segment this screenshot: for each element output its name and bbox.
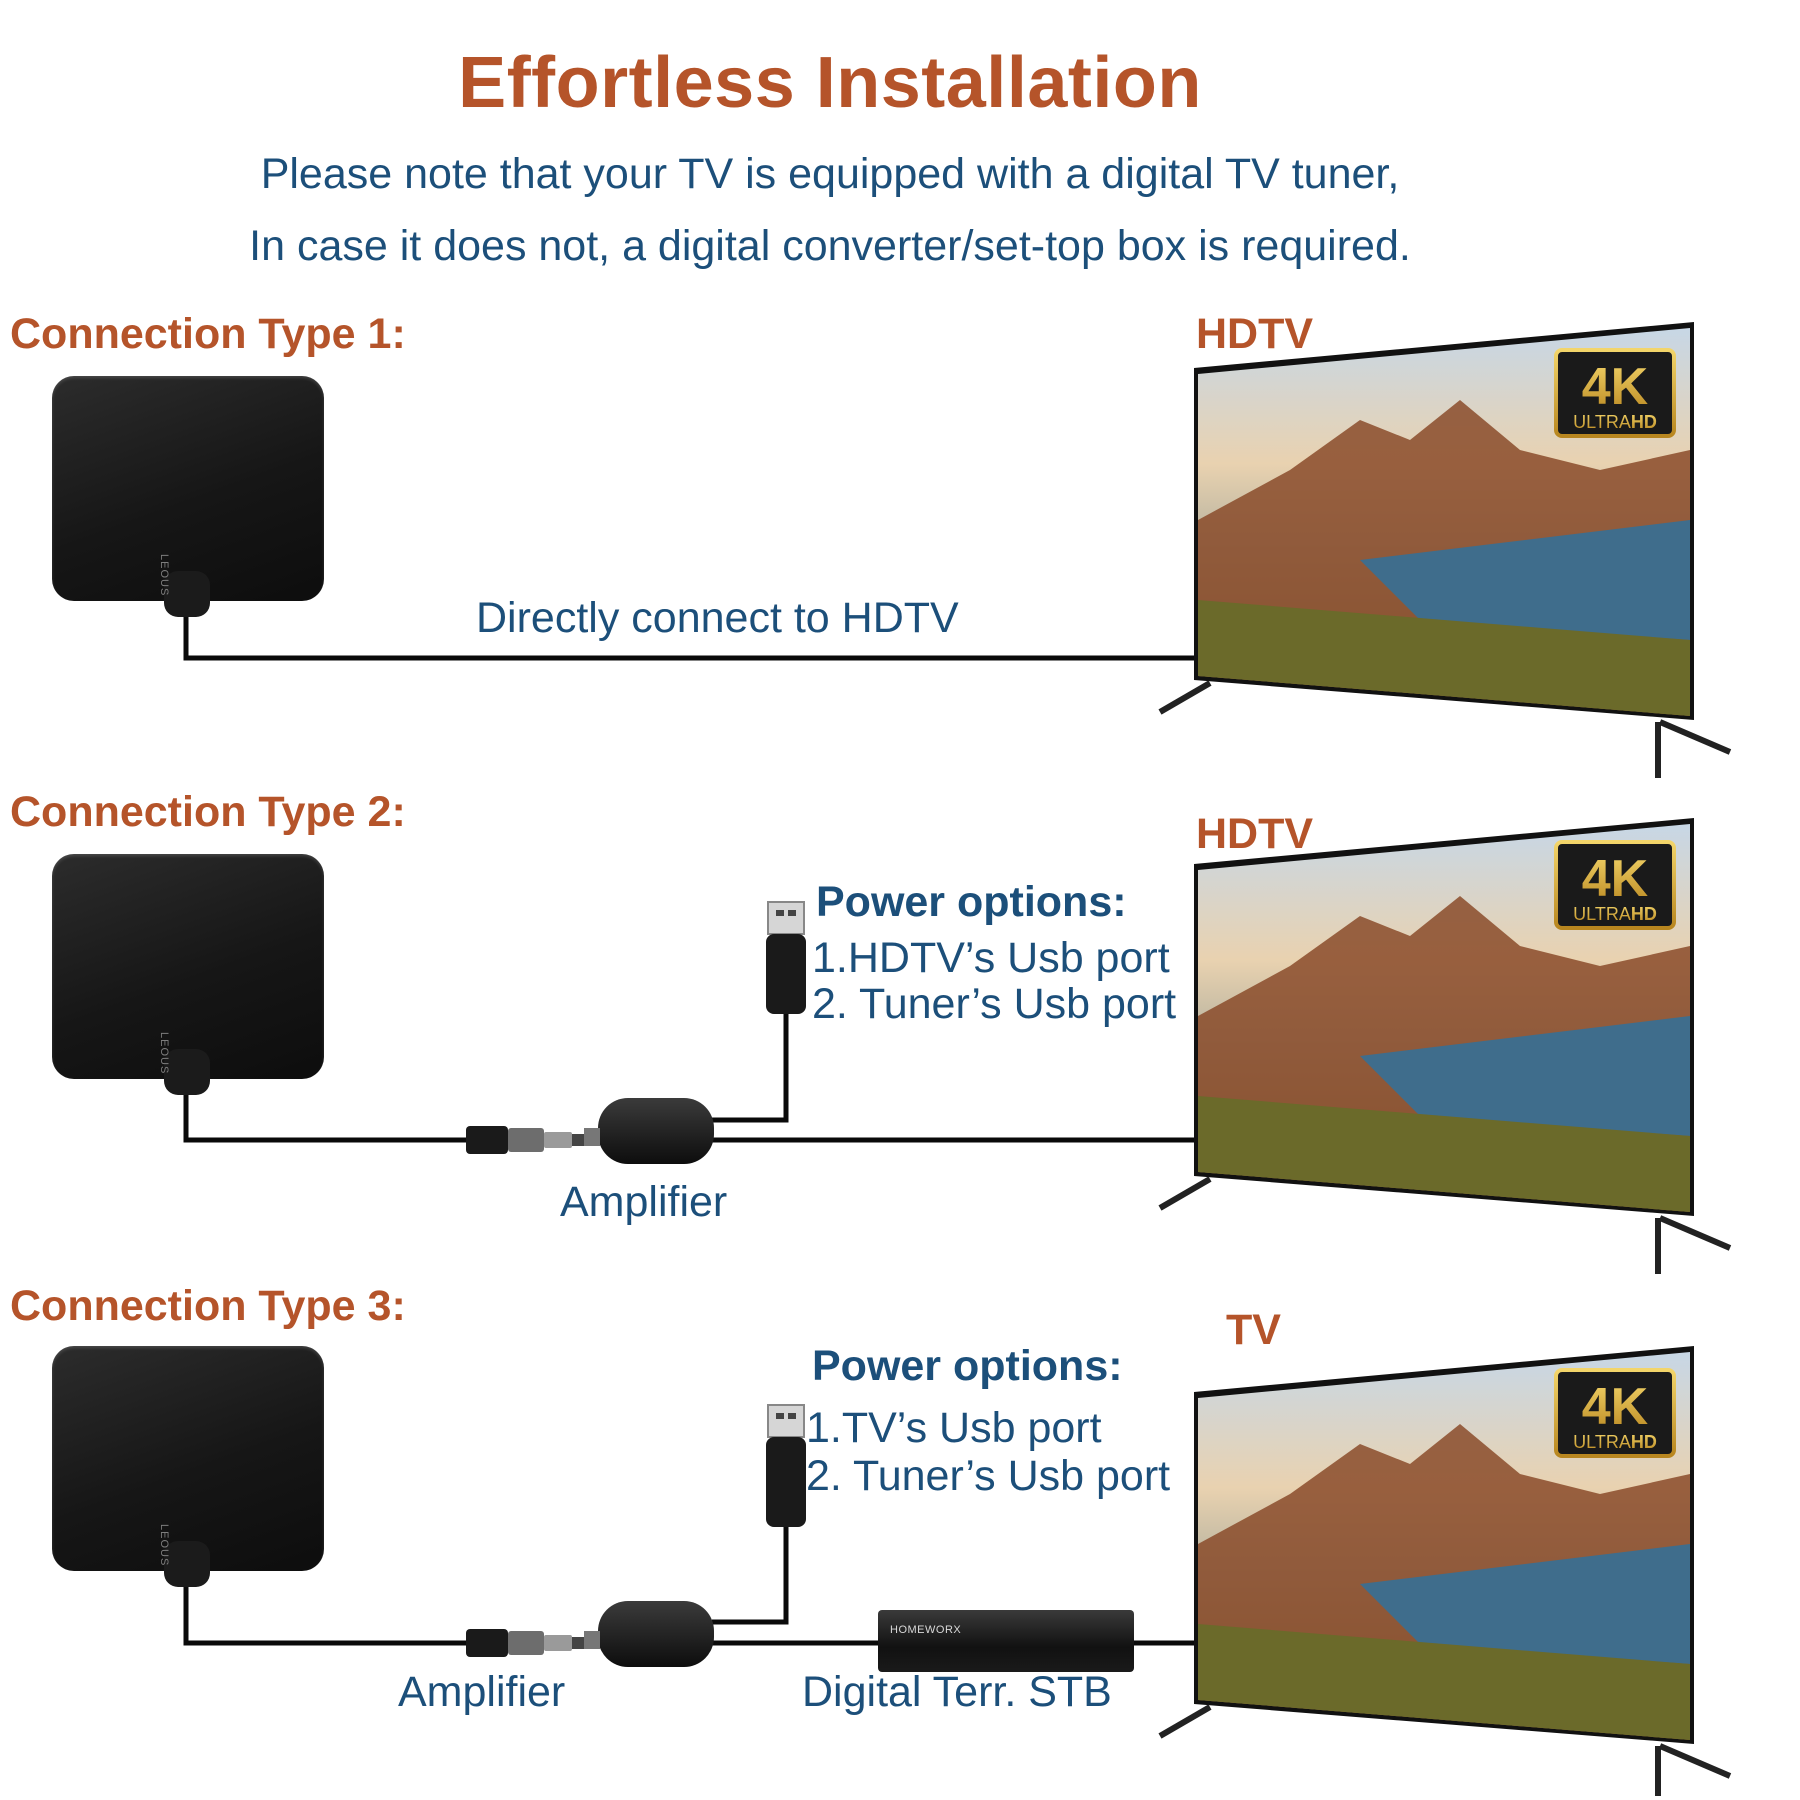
4k-ultrahd-badge-1: 4K ULTRAHD (1556, 350, 1674, 436)
4k-ultrahd-badge-2: 4K ULTRAHD (1556, 842, 1674, 928)
connection-2-usb-plug (766, 902, 806, 1014)
connection-2-power-title: Power options: (816, 878, 1127, 927)
antenna-2-cable-hub (164, 1049, 210, 1095)
connection-type-2-heading: Connection Type 2: (10, 788, 406, 837)
svg-text:ULTRAHD: ULTRAHD (1573, 904, 1657, 924)
svg-text:ULTRAHD: ULTRAHD (1573, 412, 1657, 432)
connection-3-coax-connector (466, 1629, 600, 1657)
antenna-1-brand: LEOUS (158, 554, 170, 596)
antenna-1-icon: LEOUS (52, 376, 324, 601)
connection-2-amplifier-label: Amplifier (560, 1178, 727, 1227)
connection-1-tv-label: HDTV (1196, 310, 1313, 359)
direct-connect-label: Directly connect to HDTV (476, 594, 959, 643)
antenna-3-brand: LEOUS (158, 1524, 170, 1566)
connection-2-power-option-1: 1.HDTV’s Usb port (812, 934, 1170, 983)
connection-3-amplifier-label: Amplifier (398, 1668, 565, 1717)
antenna-2-icon: LEOUS (52, 854, 324, 1079)
antenna-3-icon: LEOUS (52, 1346, 324, 1571)
antenna-1-cable-hub (164, 571, 210, 617)
set-top-box-brand: HOMEWORX (890, 1624, 961, 1636)
connection-type-3-heading: Connection Type 3: (10, 1282, 406, 1331)
connection-2-amplifier (584, 1098, 714, 1164)
connection-3-power-title: Power options: (812, 1342, 1123, 1391)
connection-2-coax-connector (466, 1126, 600, 1154)
connection-3-usb-plug (766, 1405, 806, 1527)
connection-type-1-heading: Connection Type 1: (10, 310, 406, 359)
connection-2-power-option-2: 2. Tuner’s Usb port (812, 980, 1176, 1029)
svg-text:ULTRAHD: ULTRAHD (1573, 1432, 1657, 1452)
antenna-2-brand: LEOUS (158, 1032, 170, 1074)
connection-3-power-option-1: 1.TV’s Usb port (806, 1404, 1102, 1453)
connection-3-tv-label: TV (1226, 1306, 1281, 1355)
connection-2-tv-label: HDTV (1196, 810, 1313, 859)
set-top-box-label: Digital Terr. STB (802, 1668, 1112, 1717)
svg-text:4K: 4K (1582, 850, 1649, 908)
set-top-box-icon: HOMEWORX (878, 1610, 1134, 1672)
connection-3-amplifier (584, 1601, 714, 1667)
svg-text:4K: 4K (1582, 358, 1649, 416)
svg-text:4K: 4K (1582, 1378, 1649, 1436)
4k-ultrahd-badge-3: 4K ULTRAHD (1556, 1370, 1674, 1456)
antenna-3-cable-hub (164, 1541, 210, 1587)
connection-3-power-option-2: 2. Tuner’s Usb port (806, 1452, 1170, 1501)
